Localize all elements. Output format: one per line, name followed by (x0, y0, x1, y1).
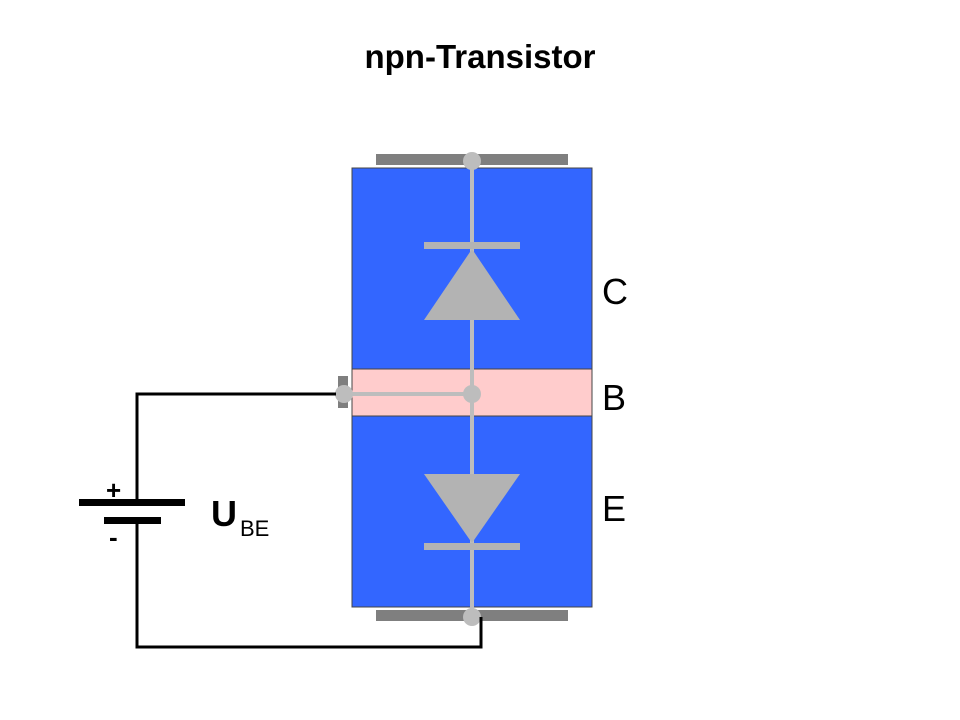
diode-up-icon (424, 242, 520, 320)
base-label: B (602, 377, 626, 418)
base-junction-dot (463, 385, 481, 403)
battery-icon (79, 499, 185, 524)
battery-minus-sign: - (109, 522, 118, 552)
diagram-title: npn-Transistor (364, 38, 596, 75)
diode-down-icon (424, 474, 520, 550)
emitter-circuit-wire (135, 520, 483, 649)
collector-label: C (602, 271, 628, 312)
emitter-terminal-dot (463, 608, 481, 626)
collector-terminal-dot (463, 152, 481, 170)
base-circuit-wire (135, 392, 336, 502)
battery-plus-sign: + (106, 475, 121, 505)
base-terminal-dot (335, 385, 353, 403)
voltage-subscript: BE (240, 516, 269, 541)
emitter-label: E (602, 488, 626, 529)
voltage-symbol: U (211, 493, 237, 534)
